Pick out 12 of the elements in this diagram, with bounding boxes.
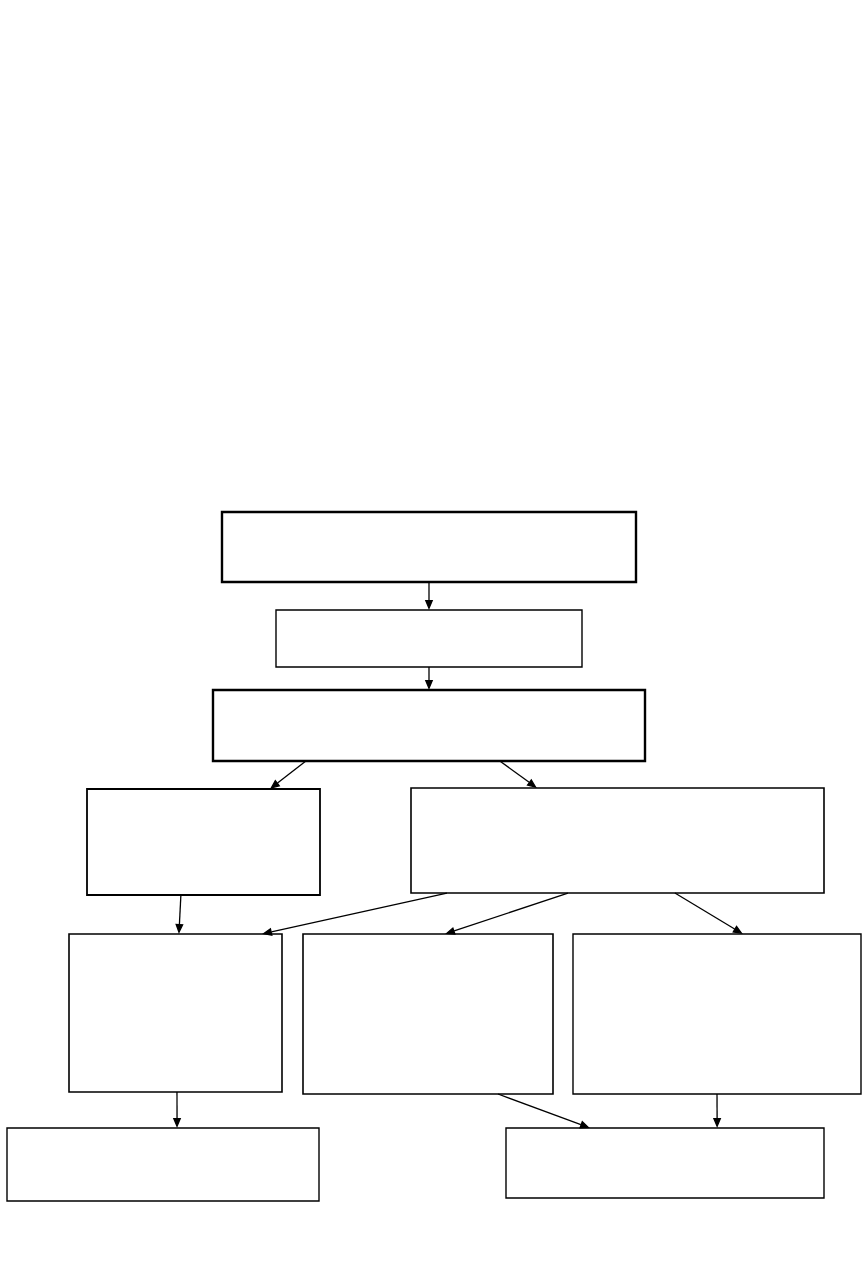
empty-box <box>86 788 321 896</box>
empty-box <box>505 1127 825 1199</box>
empty-box <box>211 688 647 763</box>
empty-box <box>275 609 583 668</box>
arrow <box>674 892 743 934</box>
empty-box <box>572 933 862 1095</box>
empty-box <box>6 1127 320 1202</box>
empty-box <box>220 510 638 584</box>
empty-box <box>302 933 554 1095</box>
empty-box <box>410 787 825 894</box>
empty-box <box>68 933 283 1093</box>
arrow <box>499 760 537 788</box>
